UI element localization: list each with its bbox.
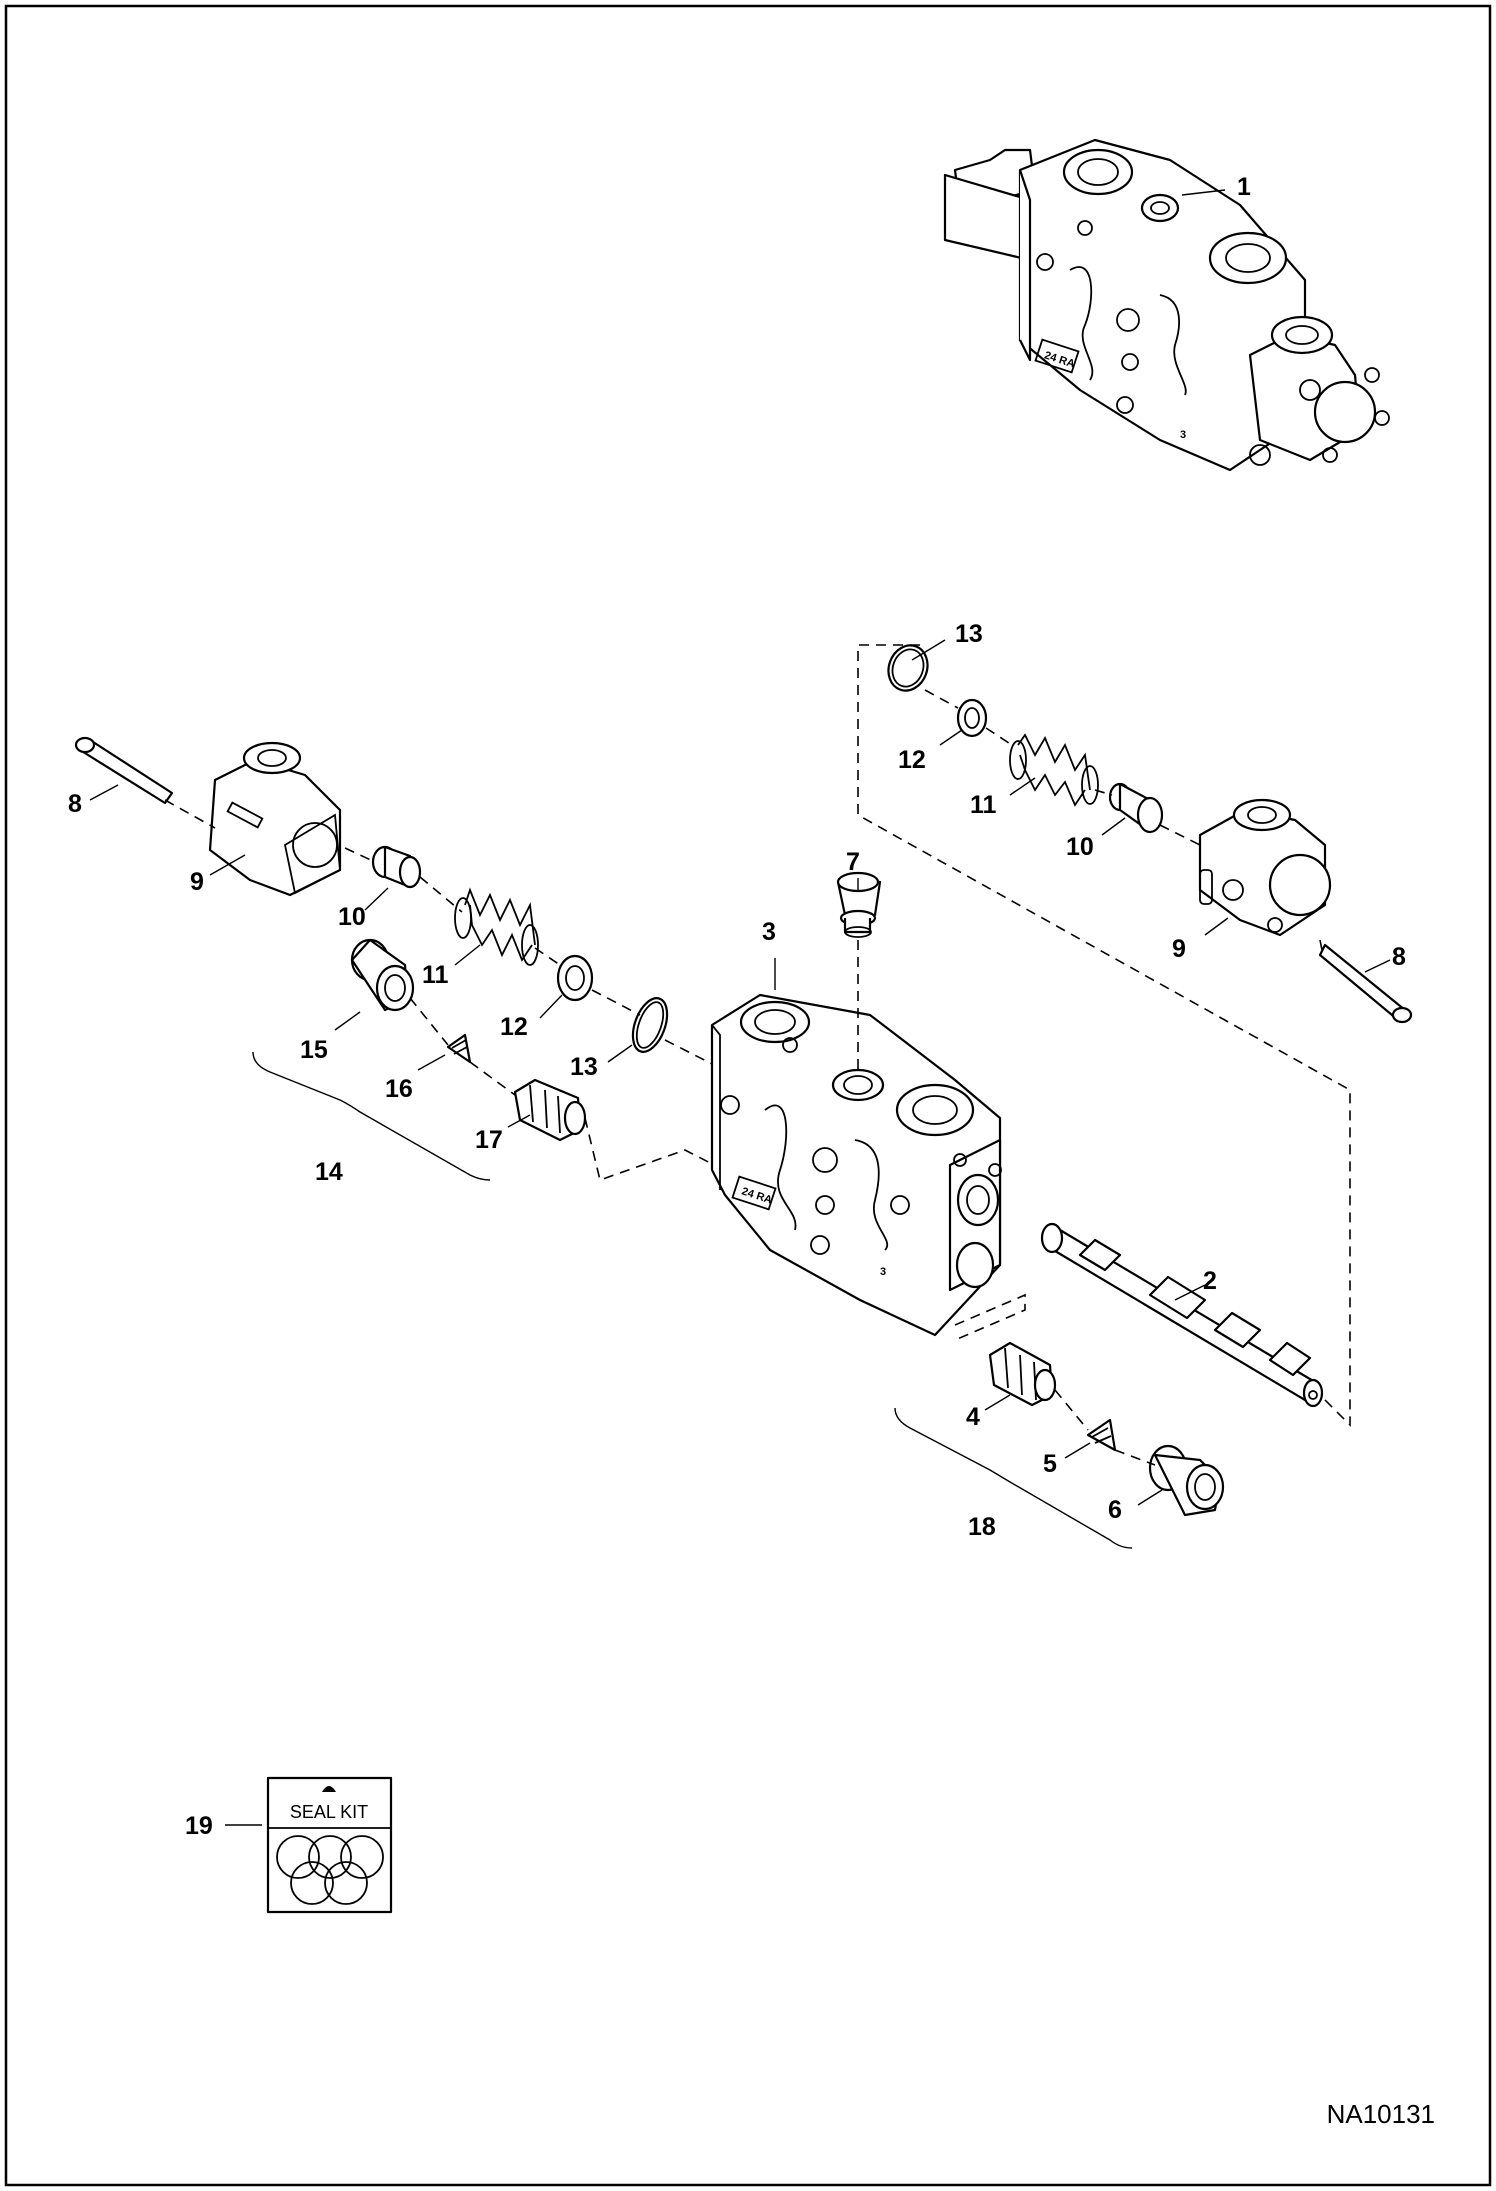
seal-washer-right [956, 698, 988, 738]
callout-7: 7 [846, 848, 860, 876]
spool [1040, 1222, 1324, 1408]
leader-11-left [454, 944, 481, 966]
leader-2 [1174, 1284, 1206, 1301]
valve-section-assembly: 24 RA 3 [943, 138, 1390, 472]
spring-right [1009, 733, 1099, 807]
o-ring-right [887, 644, 929, 692]
leader-4 [984, 1394, 1011, 1411]
bracket-14 [252, 1051, 491, 1181]
leader-10-right [1101, 817, 1126, 836]
callout-15: 15 [300, 1036, 328, 1064]
leader-8-right [1364, 959, 1391, 973]
leader-6 [1137, 1489, 1163, 1506]
leader-1 [1181, 189, 1226, 196]
leader-13-left [607, 1044, 633, 1063]
callout-5: 5 [1043, 1450, 1057, 1478]
seal-washer-left [556, 954, 594, 1002]
centerline-right-upper [924, 689, 1323, 951]
end-cap-right [1198, 798, 1332, 937]
callout-13-right: 13 [955, 620, 983, 648]
body-section-number-marking: 3 [880, 1266, 886, 1278]
section-number-marking: 3 [1180, 429, 1186, 441]
relief-valve-cap-right [1148, 1444, 1225, 1517]
spring-left [454, 887, 539, 966]
callout-9-right: 9 [1172, 935, 1186, 963]
centerline-lower-right [954, 1293, 1156, 1466]
callout-4: 4 [966, 1403, 980, 1431]
leader-11-right [1009, 777, 1036, 796]
callout-19: 19 [185, 1812, 213, 1840]
plug [836, 871, 882, 938]
relief-valve-cap-left [350, 938, 415, 1012]
leader-8-left [89, 784, 119, 801]
callout-9-left: 9 [190, 868, 204, 896]
leader-12-right [939, 729, 963, 746]
callout-1: 1 [1237, 173, 1251, 201]
leader-13-right [911, 639, 946, 661]
seal-kit-card: SEAL KIT [266, 1776, 393, 1914]
callout-8-left: 8 [68, 790, 82, 818]
callout-11-right: 11 [970, 791, 997, 819]
callout-18: 18 [968, 1513, 996, 1541]
callout-11-left: 11 [422, 961, 449, 989]
callout-3: 3 [762, 918, 776, 946]
valve-section-body: 24 RA 3 [710, 993, 1002, 1337]
callout-16: 16 [385, 1075, 413, 1103]
callout-6: 6 [1108, 1496, 1122, 1524]
page-border [4, 4, 1492, 2187]
leader-9-left [209, 854, 246, 876]
leader-10-left [364, 887, 389, 911]
centerline-left-lower [409, 997, 721, 1182]
bolt-right [1318, 943, 1413, 1024]
relief-cartridge-right [988, 1341, 1057, 1407]
callout-10-left: 10 [338, 903, 366, 931]
callout-8-right: 8 [1392, 943, 1406, 971]
bracket-18 [894, 1407, 1133, 1549]
poppet-right [1086, 1418, 1117, 1452]
spring-seat-left [371, 845, 422, 889]
callout-13-left: 13 [570, 1053, 598, 1081]
callout-12-right: 12 [898, 746, 926, 774]
poppet-left [446, 1033, 472, 1064]
bolt-left [74, 736, 174, 805]
o-ring-left [631, 997, 669, 1053]
callout-2: 2 [1203, 1267, 1217, 1295]
spring-seat-right [1108, 782, 1164, 834]
leader-12-left [539, 994, 563, 1019]
leader-5 [1064, 1442, 1091, 1459]
seal-kit-label: SEAL KIT [290, 1802, 368, 1822]
centerline-right-box [857, 644, 1351, 1427]
callout-10-right: 10 [1066, 833, 1094, 861]
leader-15 [334, 1011, 361, 1031]
drawing-number: NA10131 [1327, 2099, 1435, 2129]
leader-16 [417, 1054, 446, 1071]
callout-12-left: 12 [500, 1013, 528, 1041]
callout-17: 17 [475, 1126, 503, 1154]
leader-17 [507, 1114, 531, 1128]
leader-9-right [1204, 917, 1229, 936]
end-cap-left [208, 741, 342, 897]
callout-14: 14 [315, 1158, 343, 1186]
relief-cartridge-left [513, 1078, 587, 1142]
